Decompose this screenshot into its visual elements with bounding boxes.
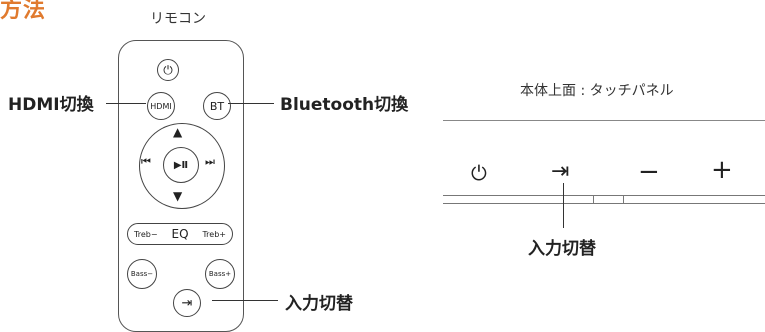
remote-control: ⏻ HDMI BT ▲ ▼ ⏮ ⏭ ▶Ⅱ Treb− EQ Treb+ Bass…	[118, 40, 244, 332]
bluetooth-callout-line	[228, 103, 274, 105]
remote-caption: リモコン	[150, 11, 206, 27]
remote-hdmi-button[interactable]: HDMI	[147, 92, 175, 120]
input-panel-callout-label: 入力切替	[528, 239, 596, 259]
remote-eq-bar: Treb− EQ Treb+	[127, 223, 233, 245]
input-remote-callout-label: 入力切替	[285, 294, 353, 314]
prev-icon[interactable]: ⏮	[141, 155, 151, 168]
next-icon[interactable]: ⏭	[205, 155, 215, 168]
section-title: 方法	[0, 0, 47, 23]
panel-divider-1	[593, 195, 595, 204]
panel-edge-line-top	[443, 195, 765, 197]
up-arrow-icon[interactable]: ▲	[173, 125, 183, 139]
remote-bt-button[interactable]: BT	[203, 92, 231, 120]
panel-divider-2	[623, 195, 625, 204]
input-remote-callout-line	[212, 300, 278, 302]
touch-panel: ⏻ ⇥ − +	[443, 120, 765, 211]
hdmi-callout-line	[106, 103, 146, 105]
remote-input-button[interactable]: ⇥	[173, 289, 201, 317]
input-icon: ⇥	[181, 295, 193, 311]
down-arrow-icon[interactable]: ▼	[173, 189, 183, 203]
power-icon: ⏻	[163, 62, 173, 77]
panel-input-icon[interactable]: ⇥	[551, 159, 570, 184]
panel-minus-icon[interactable]: −	[638, 157, 660, 187]
bluetooth-callout-label: Bluetooth切換	[280, 95, 409, 115]
bass-plus-button[interactable]: Bass+	[205, 259, 235, 289]
bass-minus-button[interactable]: Bass−	[127, 259, 157, 289]
eq-button[interactable]: EQ	[171, 227, 189, 241]
panel-plus-icon[interactable]: +	[711, 155, 733, 185]
treb-minus-button[interactable]: Treb−	[134, 229, 158, 239]
panel-power-icon[interactable]: ⏻	[471, 161, 487, 185]
play-pause-button[interactable]: ▶Ⅱ	[163, 147, 199, 183]
treb-plus-button[interactable]: Treb+	[202, 229, 226, 239]
input-panel-callout-line	[563, 183, 565, 228]
panel-caption: 本体上面 : タッチパネル	[520, 83, 674, 99]
panel-edge-line-bottom	[443, 203, 765, 205]
hdmi-callout-label: HDMI切換	[8, 95, 94, 115]
remote-power-button[interactable]: ⏻	[157, 59, 179, 81]
